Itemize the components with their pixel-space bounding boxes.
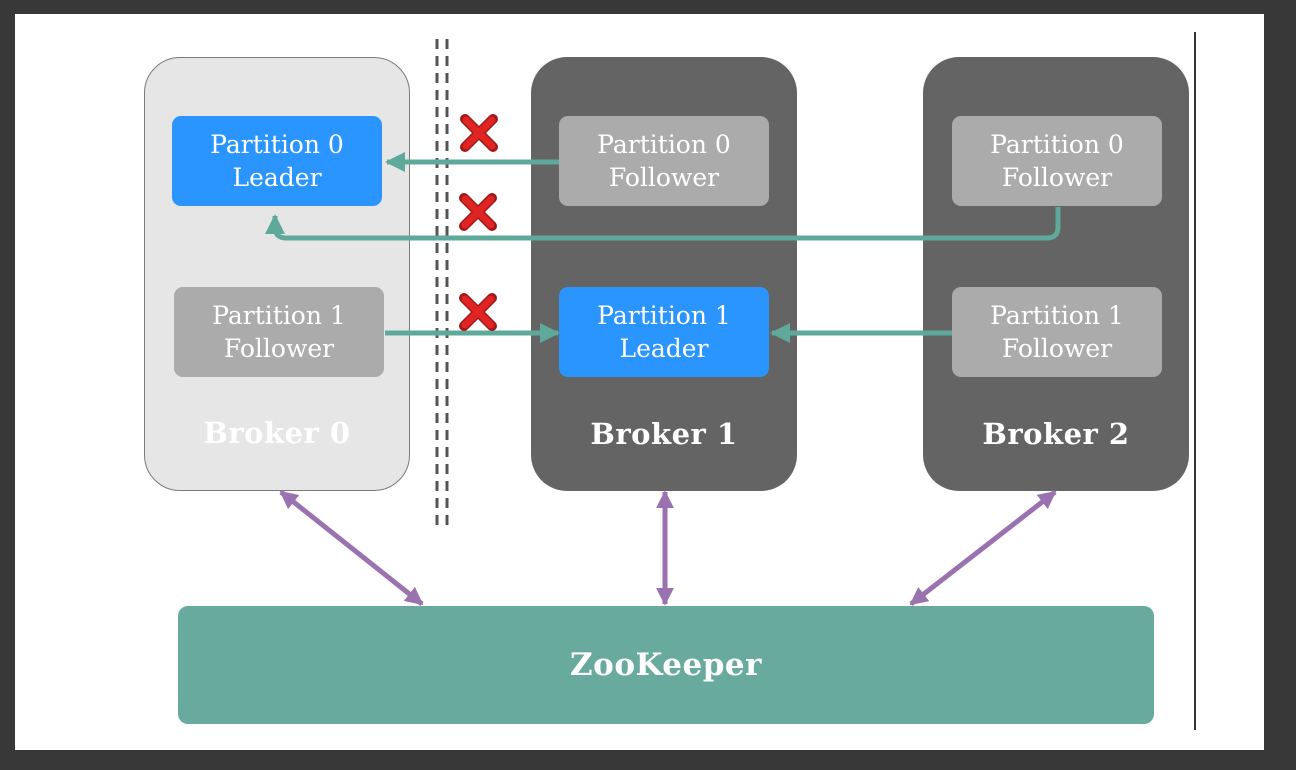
broker-1-partition-1-leader: Partition 1 Leader bbox=[559, 287, 769, 377]
broker-0-label: Broker 0 bbox=[203, 416, 351, 450]
partition-name: Partition 0 bbox=[210, 130, 344, 159]
red-x-icon bbox=[459, 293, 497, 331]
broker-0-partition-0-leader: Partition 0 Leader bbox=[172, 116, 382, 206]
red-x-icon bbox=[460, 114, 498, 152]
partition-role: Follower bbox=[608, 163, 720, 192]
partition-name: Partition 0 bbox=[597, 130, 731, 159]
broker-1-label: Broker 1 bbox=[590, 417, 738, 451]
partition-name: Partition 1 bbox=[597, 301, 731, 330]
partition-role: Leader bbox=[232, 163, 322, 192]
partition-role: Leader bbox=[619, 334, 709, 363]
broker-1-partition-0-follower: Partition 0 Follower bbox=[559, 116, 769, 206]
partition-name: Partition 1 bbox=[212, 301, 346, 330]
broker-2-partition-1-follower: Partition 1 Follower bbox=[952, 287, 1162, 377]
diagram-canvas: Broker 0 Broker 1 Broker 2 Partition 0 L… bbox=[15, 14, 1264, 750]
partition-name: Partition 0 bbox=[990, 130, 1124, 159]
zk-arrow-broker-2 bbox=[909, 490, 1057, 606]
zookeeper-box: ZooKeeper bbox=[178, 606, 1154, 724]
zookeeper-label: ZooKeeper bbox=[570, 647, 762, 683]
red-x-icon bbox=[459, 193, 497, 231]
partition-role: Follower bbox=[1001, 334, 1113, 363]
broker-2-label: Broker 2 bbox=[982, 417, 1130, 451]
partition-name: Partition 1 bbox=[990, 301, 1124, 330]
network-partition-line bbox=[435, 39, 449, 526]
partition-role: Follower bbox=[223, 334, 335, 363]
partition-role: Follower bbox=[1001, 163, 1113, 192]
broker-0-partition-1-follower: Partition 1 Follower bbox=[174, 287, 384, 377]
broker-2-partition-0-follower: Partition 0 Follower bbox=[952, 116, 1162, 206]
zk-arrow-broker-0 bbox=[279, 490, 424, 606]
